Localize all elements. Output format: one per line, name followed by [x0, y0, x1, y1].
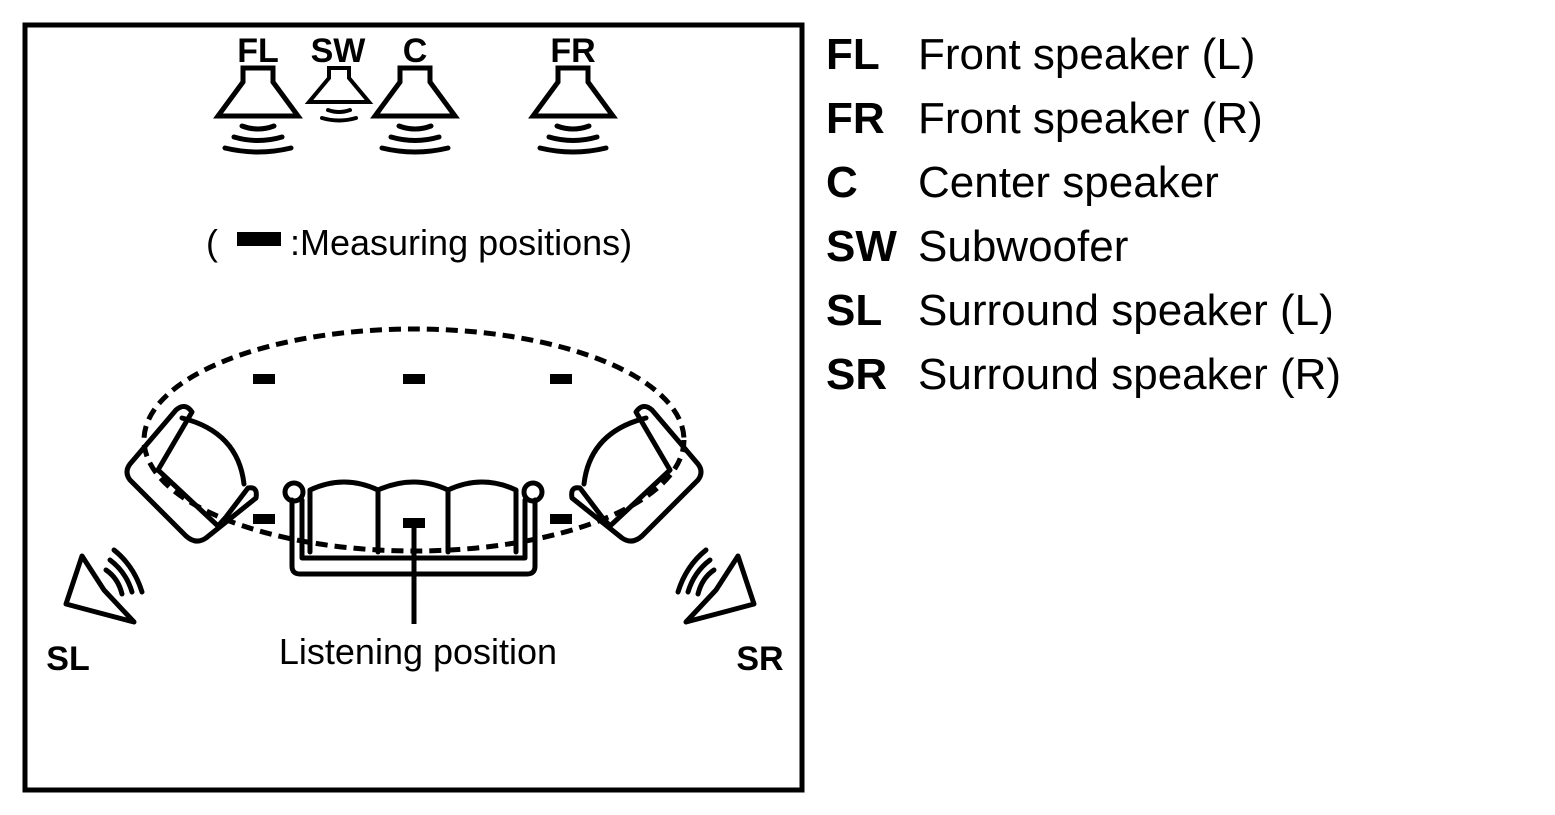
measuring-marker — [253, 374, 275, 384]
center-speaker-icon — [370, 65, 460, 155]
label-fl: FL — [237, 32, 279, 70]
front-right-speaker-icon — [528, 65, 618, 155]
legend-code: SR — [826, 350, 888, 399]
legend-description: Surround speaker (R) — [918, 350, 1342, 399]
label-sl: SL — [46, 640, 89, 678]
label-c: C — [403, 32, 428, 70]
legend-description: Subwoofer — [918, 222, 1129, 271]
left-armchair-icon — [124, 404, 259, 544]
measuring-marker — [253, 514, 275, 524]
measuring-note-text: :Measuring positions) — [290, 222, 632, 263]
right-armchair-icon — [569, 404, 704, 544]
legend-row-fl: FL Front speaker (L) — [826, 30, 1341, 94]
legend-code: FR — [826, 94, 885, 143]
measuring-marker — [550, 374, 572, 384]
legend-code: FL — [826, 30, 880, 79]
subwoofer-icon — [304, 66, 374, 123]
label-sr: SR — [736, 640, 783, 678]
measuring-marker — [403, 518, 425, 528]
legend-row-sw: SW Subwoofer — [826, 222, 1341, 286]
measuring-marker — [403, 374, 425, 384]
legend-description: Front speaker (R) — [918, 94, 1263, 143]
legend-row-sr: SR Surround speaker (R) — [826, 350, 1341, 414]
legend-row-c: C Center speaker — [826, 158, 1341, 222]
legend-code: SL — [826, 286, 883, 335]
legend-description: Front speaker (L) — [918, 30, 1256, 79]
room-outline — [22, 22, 805, 793]
listening-position-label: Listening position — [279, 631, 557, 672]
legend-description: Center speaker — [918, 158, 1219, 207]
legend-row-fr: FR Front speaker (R) — [826, 94, 1341, 158]
surround-left-speaker-icon — [63, 547, 145, 625]
measuring-note-open: ( — [206, 222, 218, 263]
speaker-legend: FL Front speaker (L) FR Front speaker (R… — [826, 30, 1341, 414]
measuring-marker — [550, 514, 572, 524]
speaker-layout-diagram: FL SW C FR ( :Measuring positions) — [22, 22, 805, 793]
measuring-position-markers — [253, 374, 572, 528]
measuring-marker-legend-icon — [237, 232, 281, 246]
legend-row-sl: SL Surround speaker (L) — [826, 286, 1341, 350]
label-fr: FR — [550, 32, 595, 70]
front-left-speaker-icon — [213, 65, 303, 155]
legend-code: C — [826, 158, 858, 207]
legend-description: Surround speaker (L) — [918, 286, 1334, 335]
legend-code: SW — [826, 222, 897, 271]
label-sw: SW — [311, 32, 367, 70]
surround-right-speaker-icon — [675, 547, 757, 625]
